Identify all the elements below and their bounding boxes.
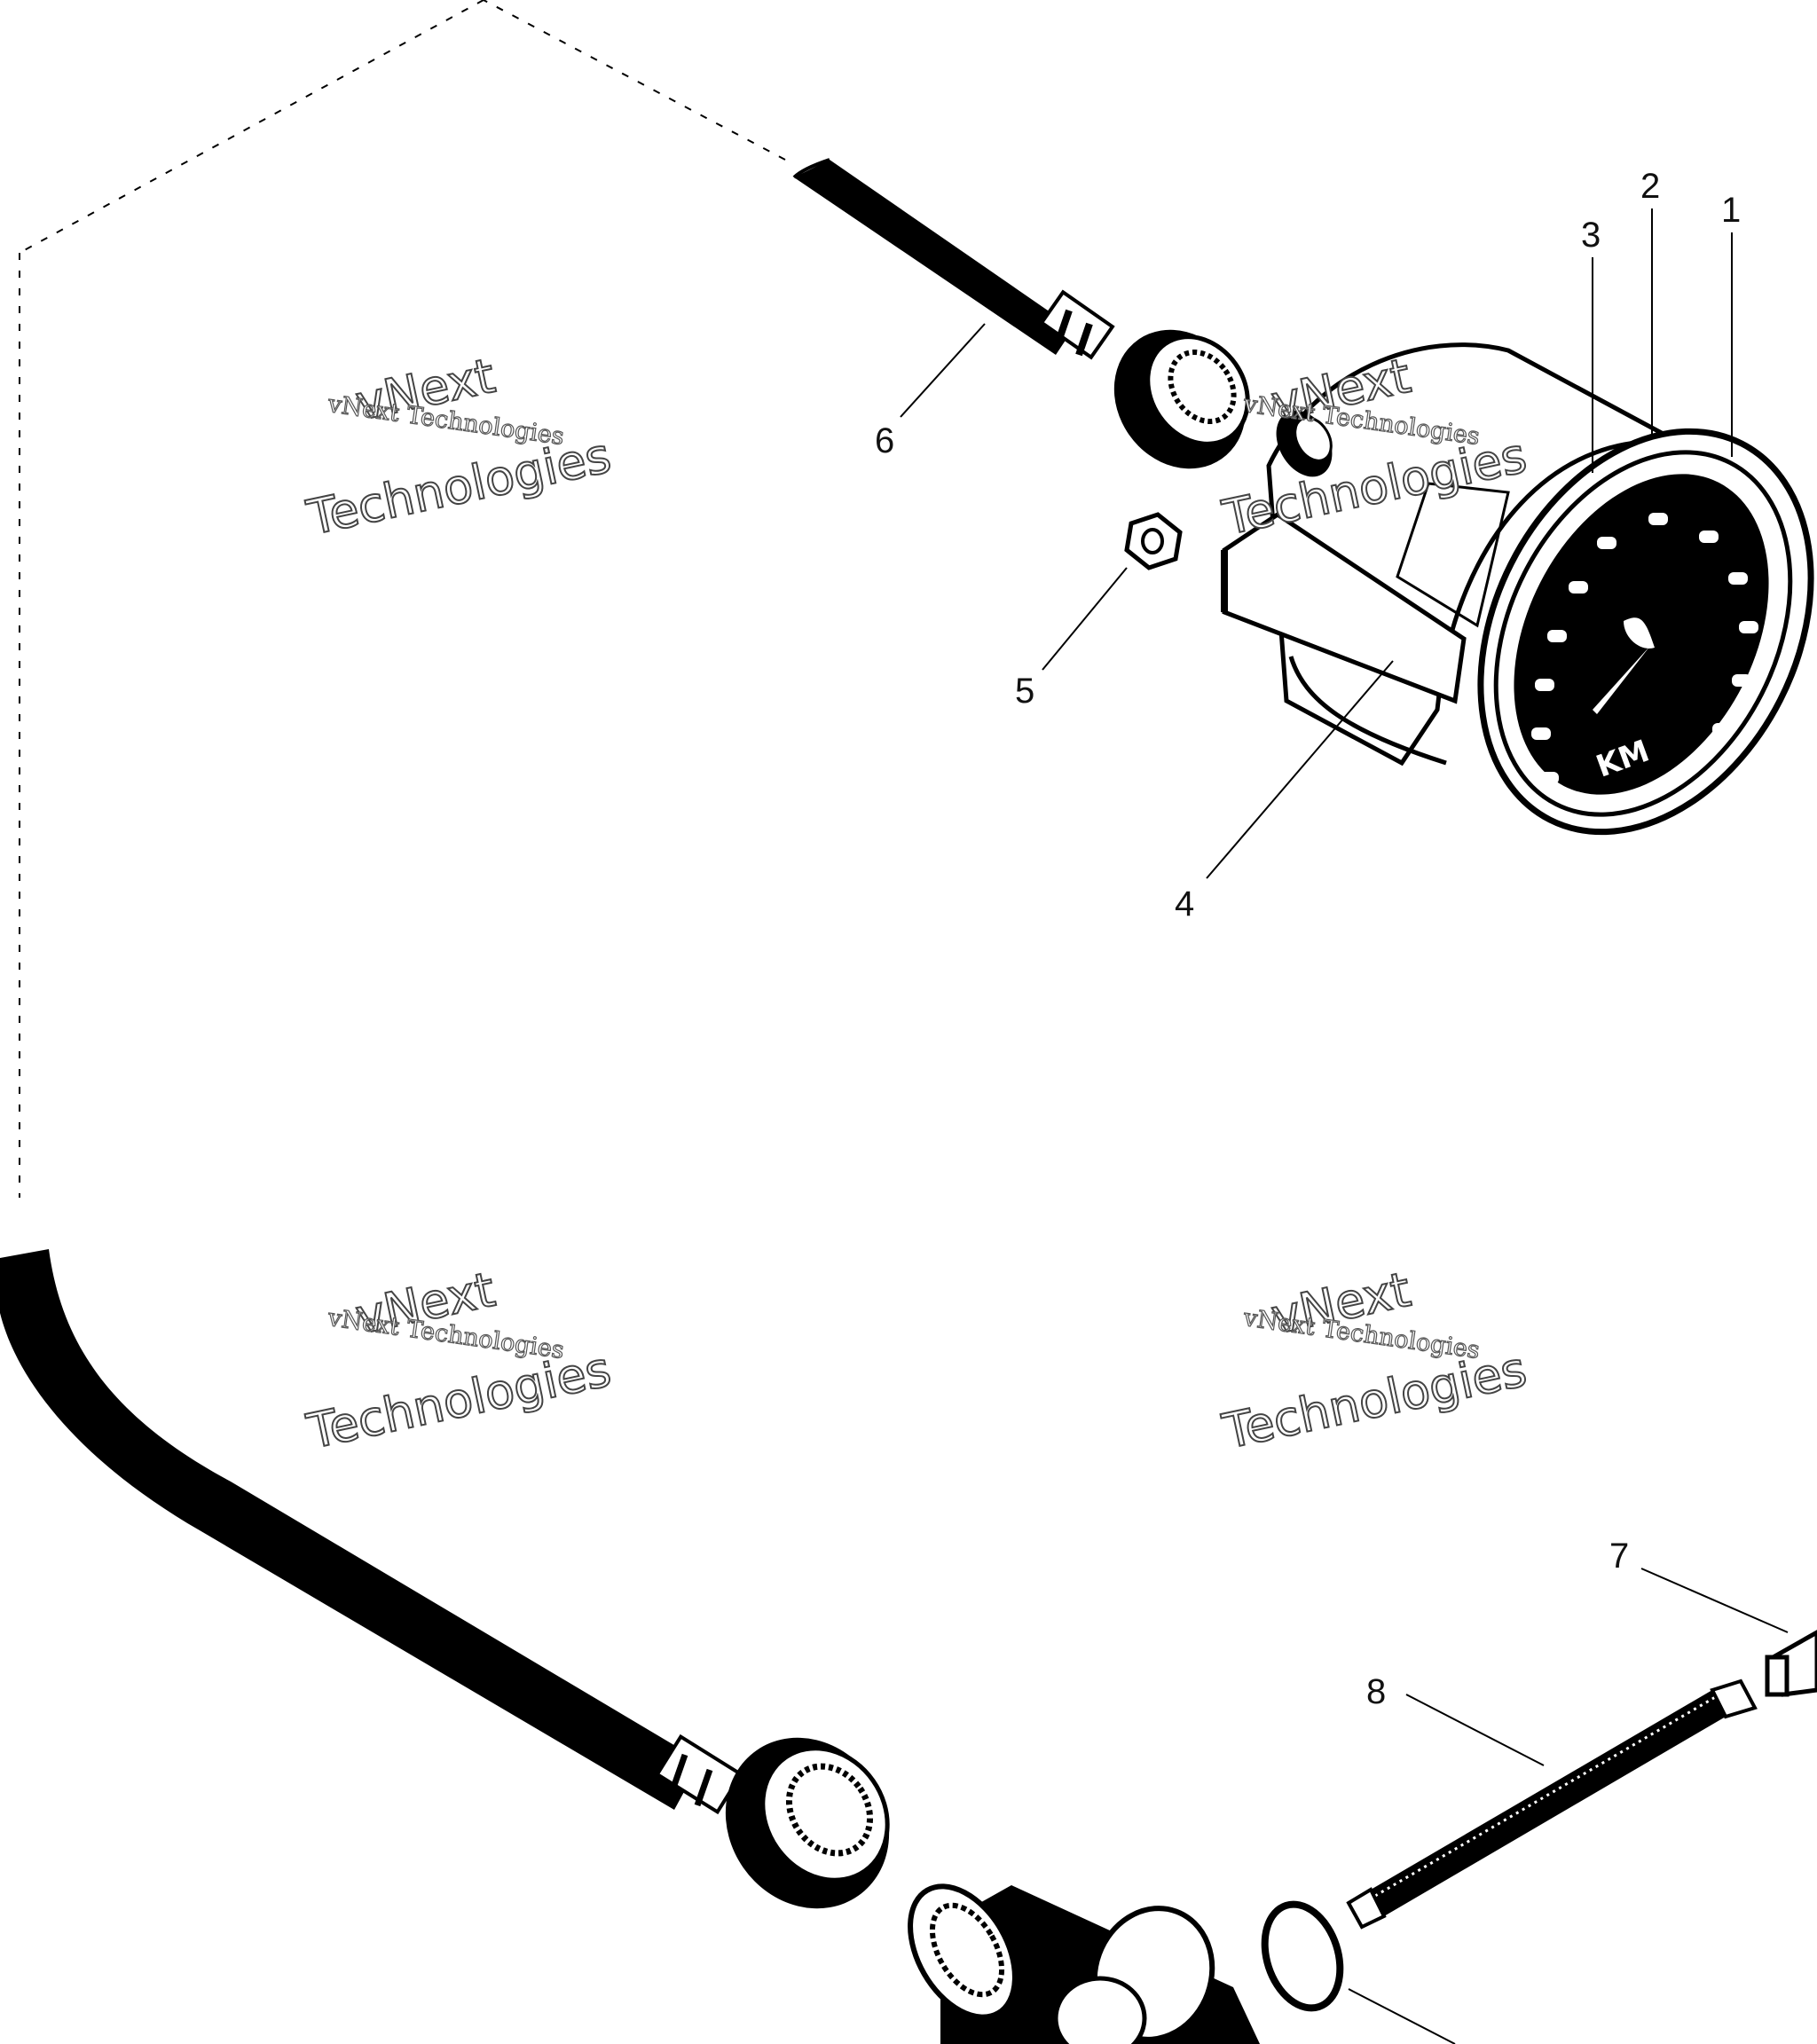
leader-line-5 <box>1042 567 1128 671</box>
callout-1: 1 <box>1721 191 1741 230</box>
callout-labels: 1 2 3 4 5 6 7 8 <box>875 167 1741 1711</box>
watermark-big-2: Technologies <box>1217 1341 1530 1460</box>
callout-3: 3 <box>1581 216 1601 255</box>
leader-line-7 <box>1640 1568 1789 1633</box>
mounting-bracket <box>1221 511 1467 766</box>
speedometer-cable-upper <box>792 158 1250 469</box>
watermark-top-left: vNext vNext Technologies Technologies <box>301 347 616 547</box>
drive-adapter-fitting <box>908 1883 1260 2044</box>
callout-5: 5 <box>1015 672 1034 711</box>
drive-sleeve <box>1765 1630 1817 1697</box>
knurled-nut-upper <box>1113 329 1250 469</box>
watermark-big-2: Technologies <box>302 1341 615 1460</box>
callout-6: 6 <box>875 421 894 460</box>
callout-7: 7 <box>1609 1537 1629 1576</box>
callout-4: 4 <box>1175 884 1194 924</box>
cable-routing-dashed-path <box>19 0 786 1198</box>
callout-8: 8 <box>1366 1672 1386 1711</box>
leader-line-o-ring <box>1348 1988 1456 2044</box>
hex-nut <box>1124 512 1183 570</box>
speedometer-cable-lower <box>0 1249 890 1909</box>
leader-lines <box>900 208 1789 2044</box>
cable-ferrule-upper <box>1039 289 1115 360</box>
threaded-stud <box>1276 410 1333 477</box>
dial-tick-marks <box>1531 513 1758 784</box>
gauge-dial-face: KM <box>1514 474 1769 795</box>
leader-line-4 <box>1206 660 1394 879</box>
watermark-bottom-left: vNext vNext Technologies Technologies <box>301 1261 616 1461</box>
leader-line-6 <box>900 323 986 418</box>
knurled-nut-lower <box>725 1737 890 1909</box>
o-ring <box>1261 1900 1344 2012</box>
leader-line-8 <box>1405 1694 1545 1766</box>
callout-2: 2 <box>1640 167 1660 206</box>
watermark-big-2: Technologies <box>302 428 615 546</box>
speedometer-gauge: KM <box>1221 342 1814 836</box>
dial-needle <box>1593 617 1655 714</box>
watermark-bottom-right: vNext vNext Technologies Technologies <box>1216 1261 1531 1461</box>
inner-drive-shaft <box>1346 1678 1758 1930</box>
